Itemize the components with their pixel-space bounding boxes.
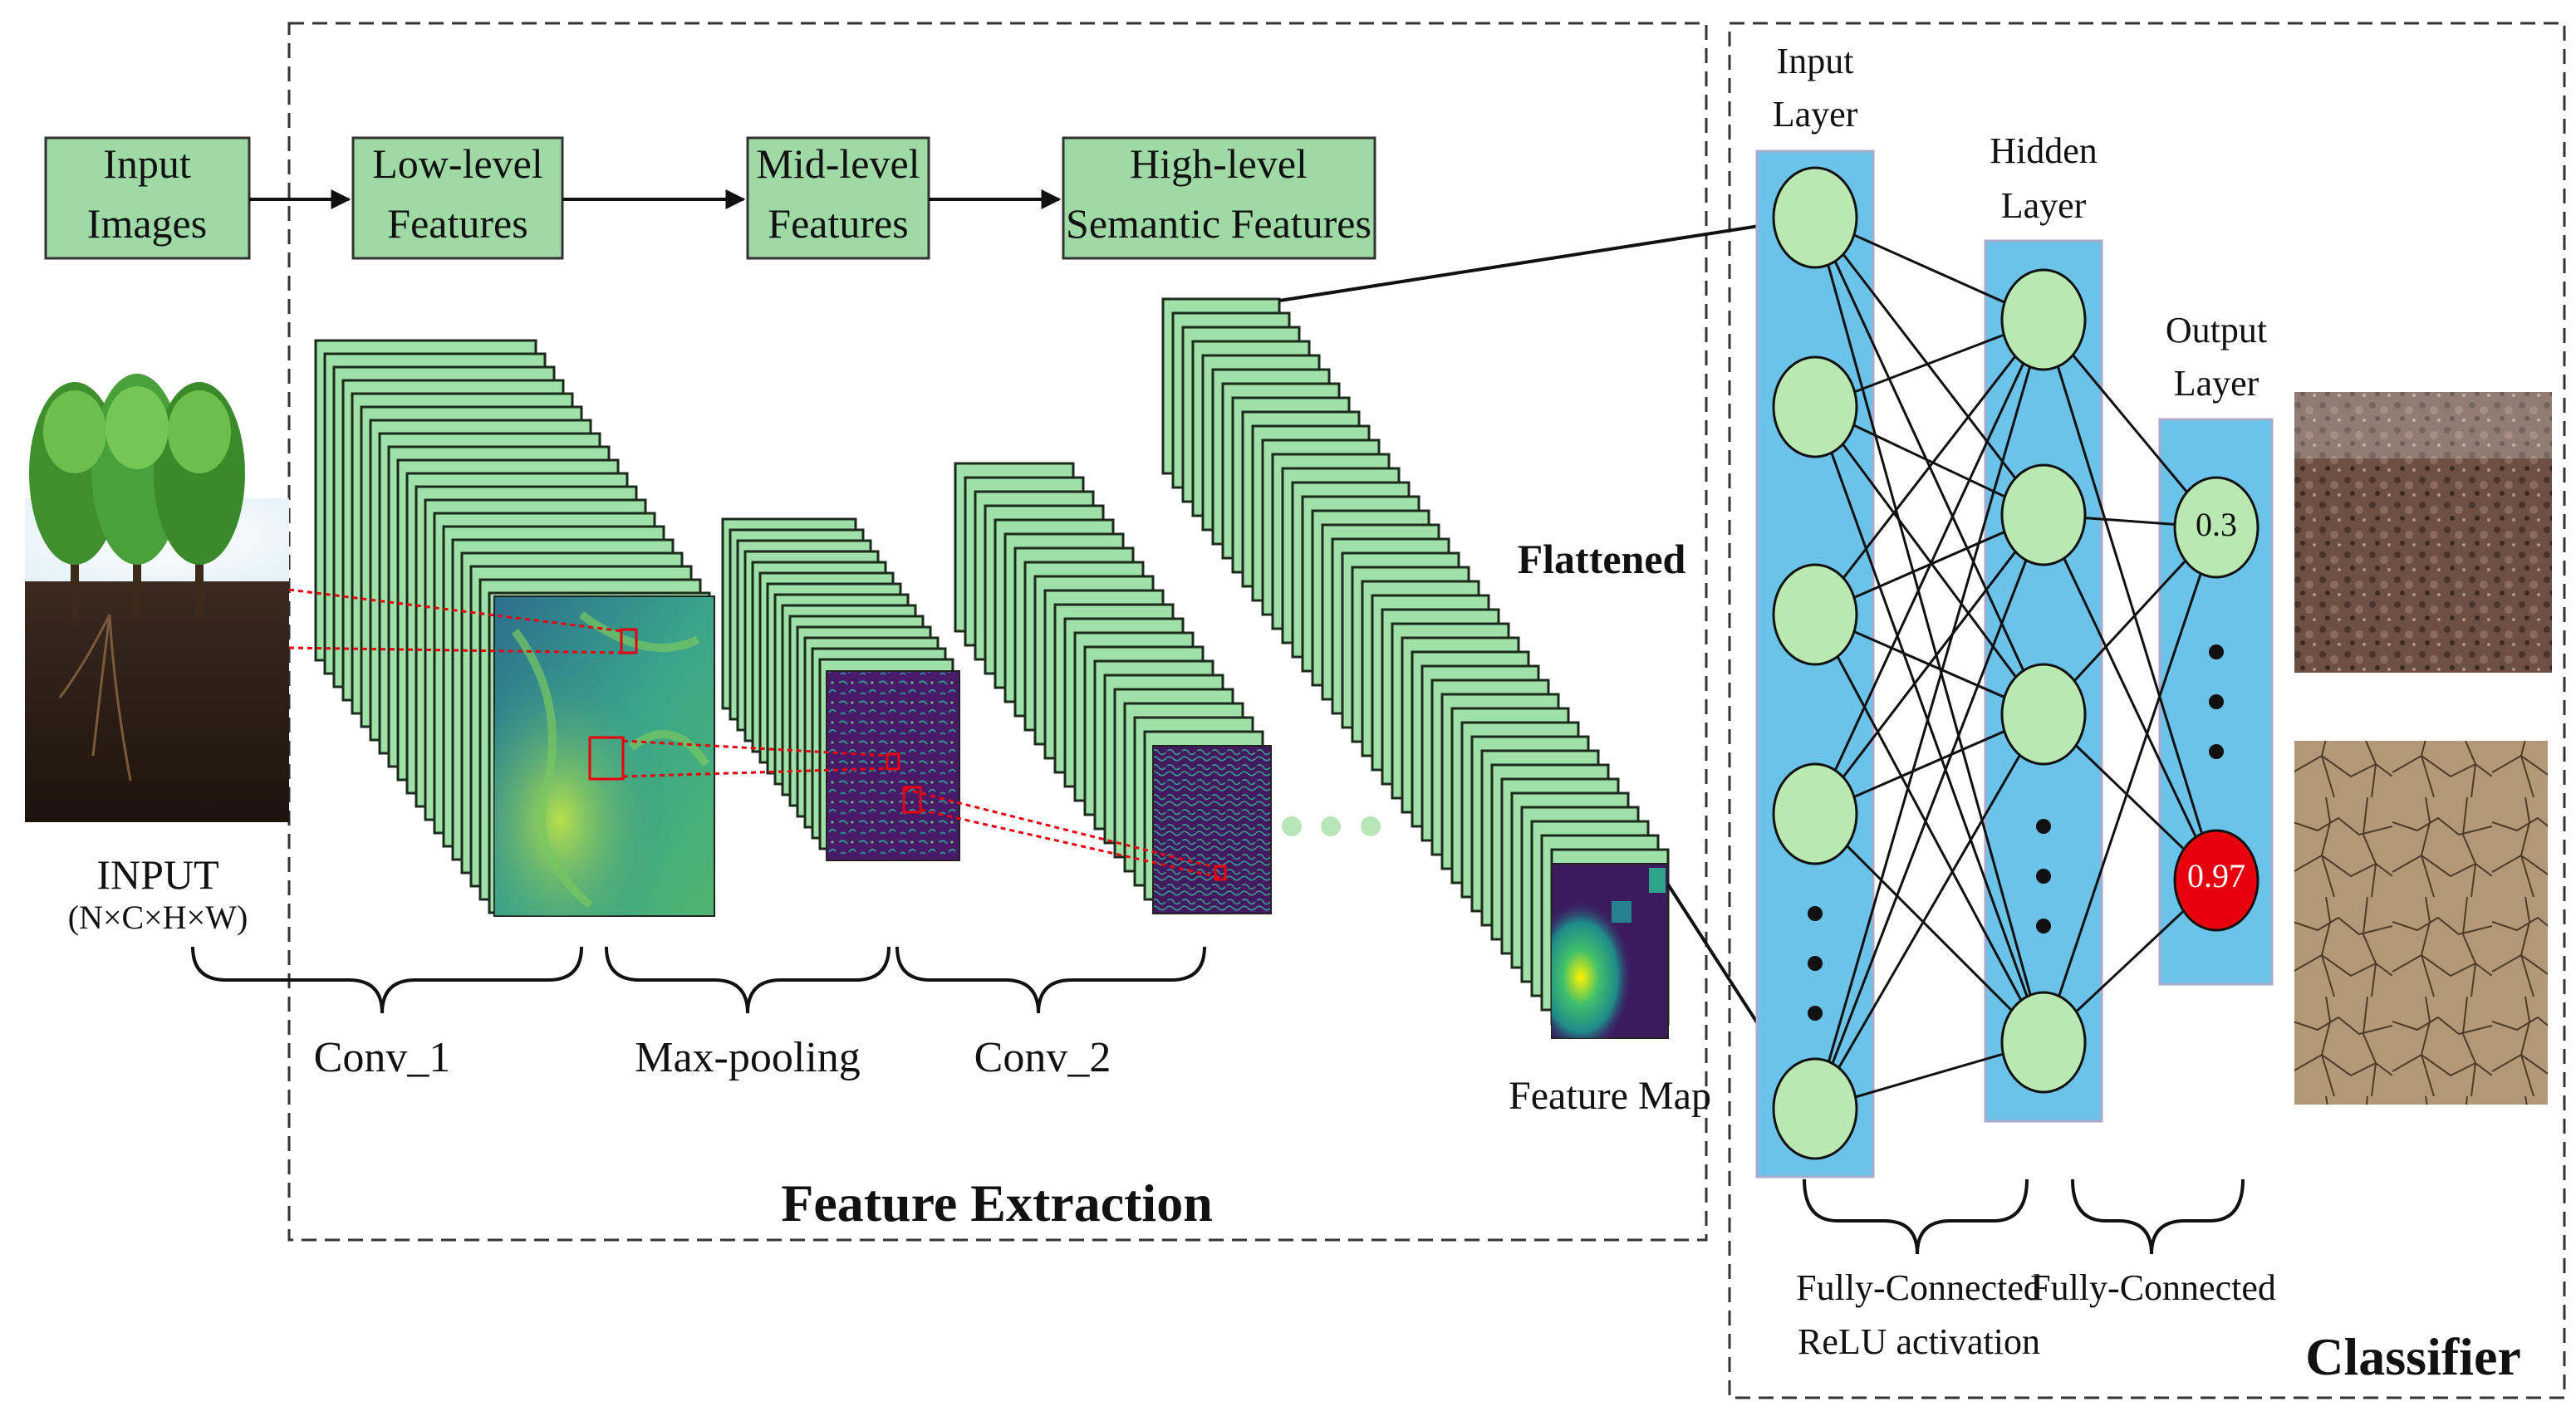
hidden-neuron [2000, 663, 2087, 766]
feature-map-label: Feature Map [1509, 1074, 1711, 1118]
input-neuron [1772, 563, 1858, 666]
box-mid-level-line2: Features [768, 200, 908, 247]
fc-edge [1813, 614, 2045, 1043]
fc-edge [1813, 319, 2045, 1110]
maxpool-label: Max-pooling [635, 1034, 861, 1081]
fc-edge [1813, 713, 2045, 1110]
input-image: INPUT (N×C×H×W) [25, 374, 289, 936]
ellipsis-dots [1282, 816, 1381, 836]
conv2-label: Conv_2 [974, 1034, 1111, 1081]
input-layer-ellipsis [1808, 906, 1823, 1021]
box-high-level-line2: Semantic Features [1066, 200, 1371, 247]
conv1-front-map [493, 595, 715, 917]
hidden-layer-label-1: Hidden [1990, 130, 2098, 171]
flatten-line-top [1278, 216, 1813, 302]
fc-edge [1813, 406, 2045, 715]
box-high-level-line1: High-level [1130, 140, 1308, 187]
fc-edge [1813, 217, 2045, 1043]
pipeline-row: Input Images Low-level Features Mid-leve… [44, 136, 1376, 260]
fc-relu-line2: ReLU activation [1798, 1321, 2040, 1362]
hidden-layer-ellipsis [2036, 819, 2051, 933]
hidden-layer-label-2: Layer [2001, 185, 2087, 226]
output-value-high: 0.97 [2187, 857, 2245, 894]
input-neuron [1772, 355, 1858, 458]
classifier-title: Classifier [2305, 1327, 2521, 1386]
fc-edge [1813, 406, 2045, 1043]
box-low-level-line1: Low-level [372, 140, 542, 187]
fc-label: Fully-Connected [2030, 1267, 2276, 1308]
fc-edge [1813, 514, 2045, 1110]
hidden-neuron [2000, 268, 2087, 371]
box-low-level-line2: Features [387, 200, 527, 247]
box-input-images [44, 136, 251, 260]
fc-edge [1813, 217, 2045, 516]
conv1-label: Conv_1 [314, 1034, 451, 1081]
output-layer-label-1: Output [2166, 310, 2267, 350]
output-layer-label-2: Layer [2174, 363, 2260, 404]
feature-map [1551, 863, 1669, 1039]
input-neuron [1772, 166, 1858, 269]
box-low-level [351, 136, 564, 260]
box-input-images-line2: Images [87, 200, 207, 247]
input-neuron [1772, 1057, 1858, 1160]
classifier-braces [1803, 1178, 2245, 1255]
input-label: INPUT [96, 851, 218, 898]
tree-icon [29, 374, 245, 782]
input-dims: (N×C×H×W) [68, 899, 248, 936]
output-layer-ellipsis [2209, 644, 2224, 759]
box-input-images-line1: Input [103, 140, 191, 187]
fc-edge [2042, 527, 2218, 1043]
maxpool-front-map [826, 670, 960, 861]
output-neuron [2173, 476, 2260, 579]
fc-edge [2042, 514, 2218, 881]
stage-braces [191, 946, 1206, 1014]
input-neuron [1772, 762, 1858, 865]
cracked-soil-photo [2294, 741, 2548, 1105]
fc-edge [1813, 319, 2045, 815]
fc-edge [1813, 812, 2045, 1044]
input-layer-label-1: Input [1777, 41, 1854, 81]
hidden-neuron [2000, 463, 2087, 566]
flattened-label: Flattened [1518, 536, 1686, 582]
classifier-region [1728, 22, 2566, 1399]
fc-edge [1813, 514, 2045, 815]
box-high-level [1062, 136, 1376, 260]
conv2-front-map [1152, 745, 1272, 914]
classifier-network: Input Layer Hidden Layer Output Layer 0.… [1755, 41, 2274, 1178]
input-layer-label-2: Layer [1773, 94, 1858, 135]
fc-relu-line1: Fully-Connected [1796, 1267, 2042, 1308]
projection-lines [288, 588, 1226, 880]
output-neuron-active [2173, 829, 2260, 932]
output-value-low: 0.3 [2196, 506, 2237, 543]
fc-edge [1813, 319, 2045, 615]
fc-edge [2042, 319, 2218, 881]
neurons [1772, 166, 2260, 1160]
hidden-neuron [2000, 991, 2087, 1094]
box-mid-level-line1: Mid-level [756, 140, 920, 187]
feature-extraction-title: Feature Extraction [781, 1174, 1213, 1232]
box-mid-level [746, 136, 930, 260]
soil-photo [2294, 392, 2552, 673]
